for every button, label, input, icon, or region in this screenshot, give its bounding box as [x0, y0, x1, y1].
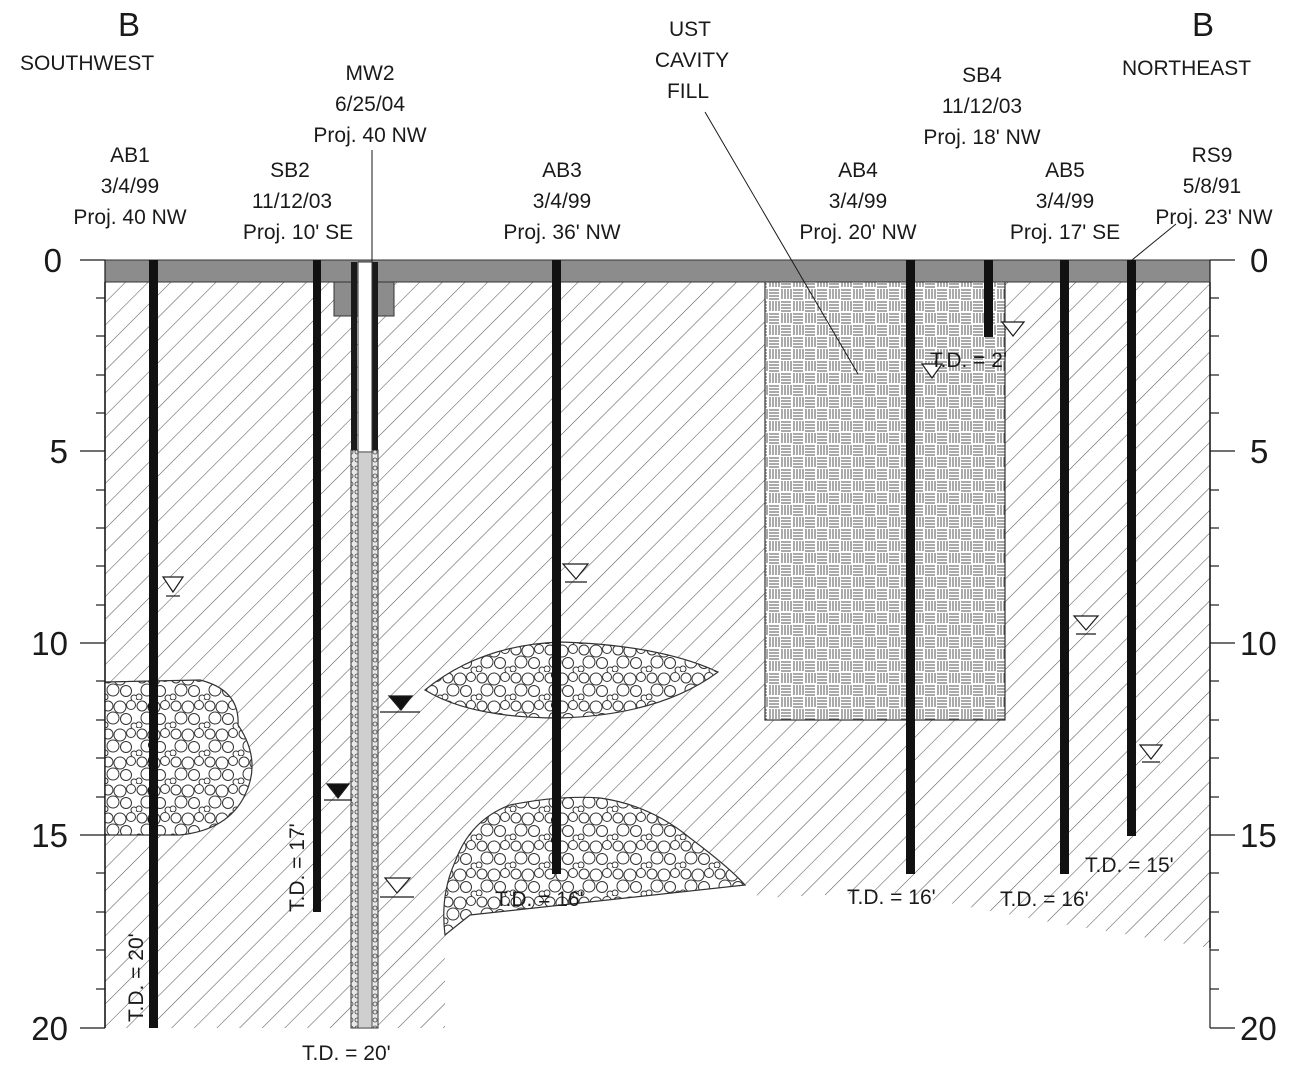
label-rs9-id: RS9	[1192, 144, 1233, 167]
gravel-lens-ab3-lower	[443, 796, 747, 937]
boring-sb2	[313, 260, 321, 912]
label-ab3-proj: Proj. 36' NW	[503, 221, 620, 244]
water-level-first-mw2	[383, 877, 412, 894]
label-ab4-date: 3/4/99	[829, 190, 887, 213]
boring-ab3	[552, 260, 561, 874]
boring-ab5	[1060, 260, 1069, 874]
label-ab5-proj: Proj. 17' SE	[1010, 221, 1120, 244]
rs9-leader-line	[1131, 223, 1177, 261]
ust-label-line-1: UST	[669, 18, 711, 41]
td-ab5: T.D. = 16'	[1000, 888, 1089, 911]
boring-sb4	[984, 260, 993, 337]
label-sb2-proj: Proj. 10' SE	[243, 221, 353, 244]
section-direction-right: NORTHEAST	[1122, 57, 1251, 80]
label-mw2-date: 6/25/04	[335, 93, 405, 116]
water-level-static-mw2	[387, 695, 414, 711]
pavement-surface	[104, 259, 1211, 283]
depth-tick-left-0: 0	[44, 242, 62, 279]
gravel-lens-ab3-upper	[423, 641, 720, 719]
label-sb4-id: SB4	[962, 64, 1002, 87]
section-direction-left: SOUTHWEST	[20, 52, 154, 75]
label-rs9-date: 5/8/91	[1183, 175, 1241, 198]
depth-tick-right-15: 15	[1240, 817, 1277, 854]
label-ab5: AB5 3/4/99 Proj. 17' SE	[1010, 159, 1120, 244]
label-ab3-date: 3/4/99	[533, 190, 591, 213]
well-mw2	[350, 150, 379, 1029]
label-ab5-date: 3/4/99	[1036, 190, 1094, 213]
td-sb2: T.D. = 17'	[286, 823, 309, 912]
label-ab4: AB4 3/4/99 Proj. 20' NW	[799, 159, 916, 244]
label-ab4-proj: Proj. 20' NW	[799, 221, 916, 244]
label-ab4-id: AB4	[838, 159, 878, 182]
label-ab1: AB1 3/4/99 Proj. 40 NW	[73, 144, 186, 229]
label-sb2-date: 11/12/03	[252, 190, 332, 213]
boring-ab4	[906, 260, 915, 874]
depth-axis-right	[1209, 259, 1235, 1029]
water-level-first-rs9	[1138, 744, 1164, 760]
label-sb2: SB2 11/12/03 Proj. 10' SE	[243, 159, 353, 244]
sample-points	[148, 670, 561, 845]
td-sb4: T.D. = 2'	[930, 349, 1007, 372]
mw2-seal-left	[351, 262, 357, 450]
td-ab3: T.D. = 16'	[495, 888, 584, 911]
depth-tick-left-20: 20	[31, 1010, 68, 1047]
ust-label-line-2: CAVITY	[655, 49, 729, 72]
water-level-static-sb2	[325, 783, 351, 799]
depth-tick-right-0: 0	[1250, 242, 1268, 279]
td-ab4: T.D. = 16'	[847, 886, 936, 909]
depth-tick-left-15: 15	[31, 817, 68, 854]
water-level-first-ab5	[1072, 615, 1100, 631]
label-sb4-date: 11/12/03	[942, 95, 1022, 118]
water-level-first-ab1	[161, 576, 185, 594]
boring-ab1	[149, 260, 158, 1028]
label-sb4: SB4 11/12/03 Proj. 18' NW	[923, 64, 1040, 149]
depth-tick-right-10: 10	[1240, 625, 1277, 662]
label-ab1-proj: Proj. 40 NW	[73, 206, 186, 229]
depth-tick-right-5: 5	[1250, 433, 1268, 470]
label-ab1-id: AB1	[110, 144, 150, 167]
water-level-first-ab3	[561, 563, 590, 580]
water-level-first-sb4	[1000, 321, 1026, 337]
td-ab1: T.D. = 20'	[125, 933, 148, 1022]
depth-tick-right-20: 20	[1240, 1010, 1277, 1047]
td-mw2: T.D. = 20'	[302, 1042, 391, 1065]
label-ab5-id: AB5	[1045, 159, 1085, 182]
mw2-screen	[357, 451, 373, 1029]
section-letter-left: B	[118, 6, 140, 43]
label-sb2-id: SB2	[270, 159, 310, 182]
water-level-markers	[161, 321, 1164, 898]
label-rs9: RS9 5/8/91 Proj. 23' NW	[1155, 144, 1272, 229]
label-mw2-id: MW2	[346, 62, 395, 85]
mw2-seal-right	[372, 262, 378, 450]
depth-tick-left-10: 10	[31, 625, 68, 662]
label-mw2-proj: Proj. 40 NW	[313, 124, 426, 147]
depth-axis-left	[80, 259, 106, 1029]
gravel-lens-ab1	[104, 679, 253, 836]
label-ab3: AB3 3/4/99 Proj. 36' NW	[503, 159, 620, 244]
boring-rs9	[1127, 260, 1136, 836]
label-sb4-proj: Proj. 18' NW	[923, 126, 1040, 149]
label-rs9-proj: Proj. 23' NW	[1155, 206, 1272, 229]
water-level-first-ab4	[920, 363, 944, 380]
ust-leader-line	[704, 111, 859, 375]
ust-label-line-3: FILL	[667, 80, 709, 103]
mw2-casing	[357, 261, 373, 453]
label-mw2: MW2 6/25/04 Proj. 40 NW	[313, 62, 426, 147]
ust-cavity-fill	[764, 279, 1006, 721]
label-ab3-id: AB3	[542, 159, 582, 182]
td-rs9: T.D. = 15'	[1085, 854, 1174, 877]
depth-tick-left-5: 5	[50, 433, 68, 470]
section-letter-right: B	[1192, 6, 1214, 43]
label-ab1-date: 3/4/99	[101, 175, 159, 198]
